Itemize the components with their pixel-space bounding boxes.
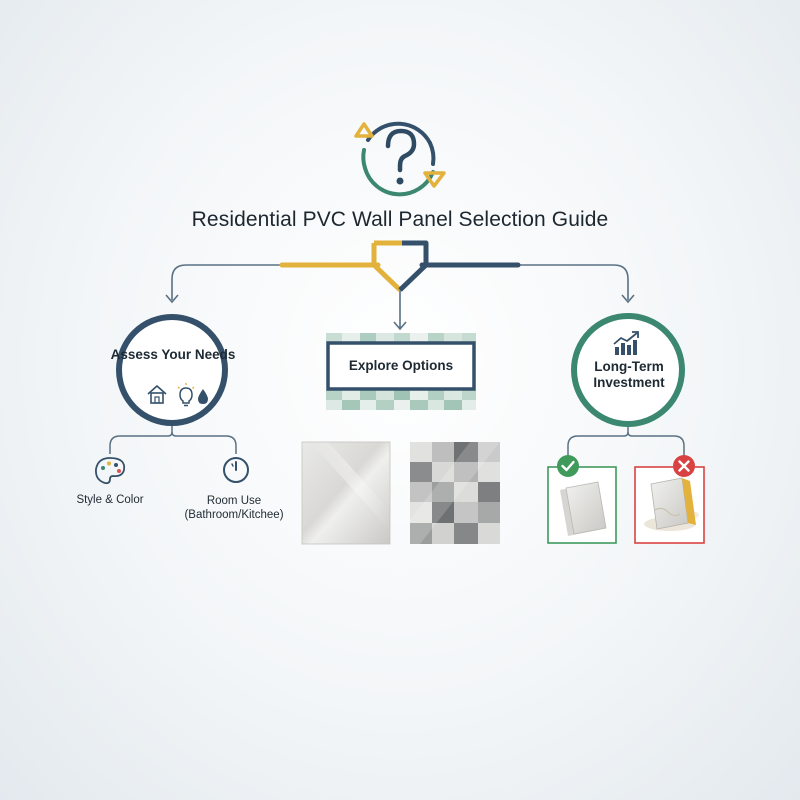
growth-chart-icon [613, 331, 639, 355]
question-icon [354, 121, 446, 197]
room-use-label: Room Use (Bathroom/Kitchee) [184, 495, 284, 521]
x-icon [673, 455, 695, 477]
palette-icon [95, 457, 126, 485]
explore-options-node [326, 333, 476, 410]
home-icon [147, 385, 167, 404]
stone-tile-panel-sample [410, 442, 500, 544]
water-drop-icon [198, 389, 208, 404]
mosaic-tiles [326, 333, 476, 410]
lightbulb-icon [177, 383, 195, 407]
long-term-investment-label: Long-Term Investment [593, 359, 665, 390]
glossy-panel-sample [301, 441, 391, 545]
explore-options-label: Explore Options [348, 358, 454, 373]
long-term-investment-node [571, 313, 685, 427]
check-icon [557, 455, 579, 477]
good-panel-example [547, 455, 617, 544]
assess-needs-node [116, 314, 228, 426]
style-color-label: Style & Color [76, 494, 144, 506]
page-title: Residential PVC Wall Panel Selection Gui… [191, 208, 609, 231]
assess-needs-label: Assess Your Needs [110, 347, 236, 362]
room-dial-icon [223, 457, 249, 483]
connector-lines [109, 240, 685, 456]
bad-panel-example [634, 455, 705, 544]
